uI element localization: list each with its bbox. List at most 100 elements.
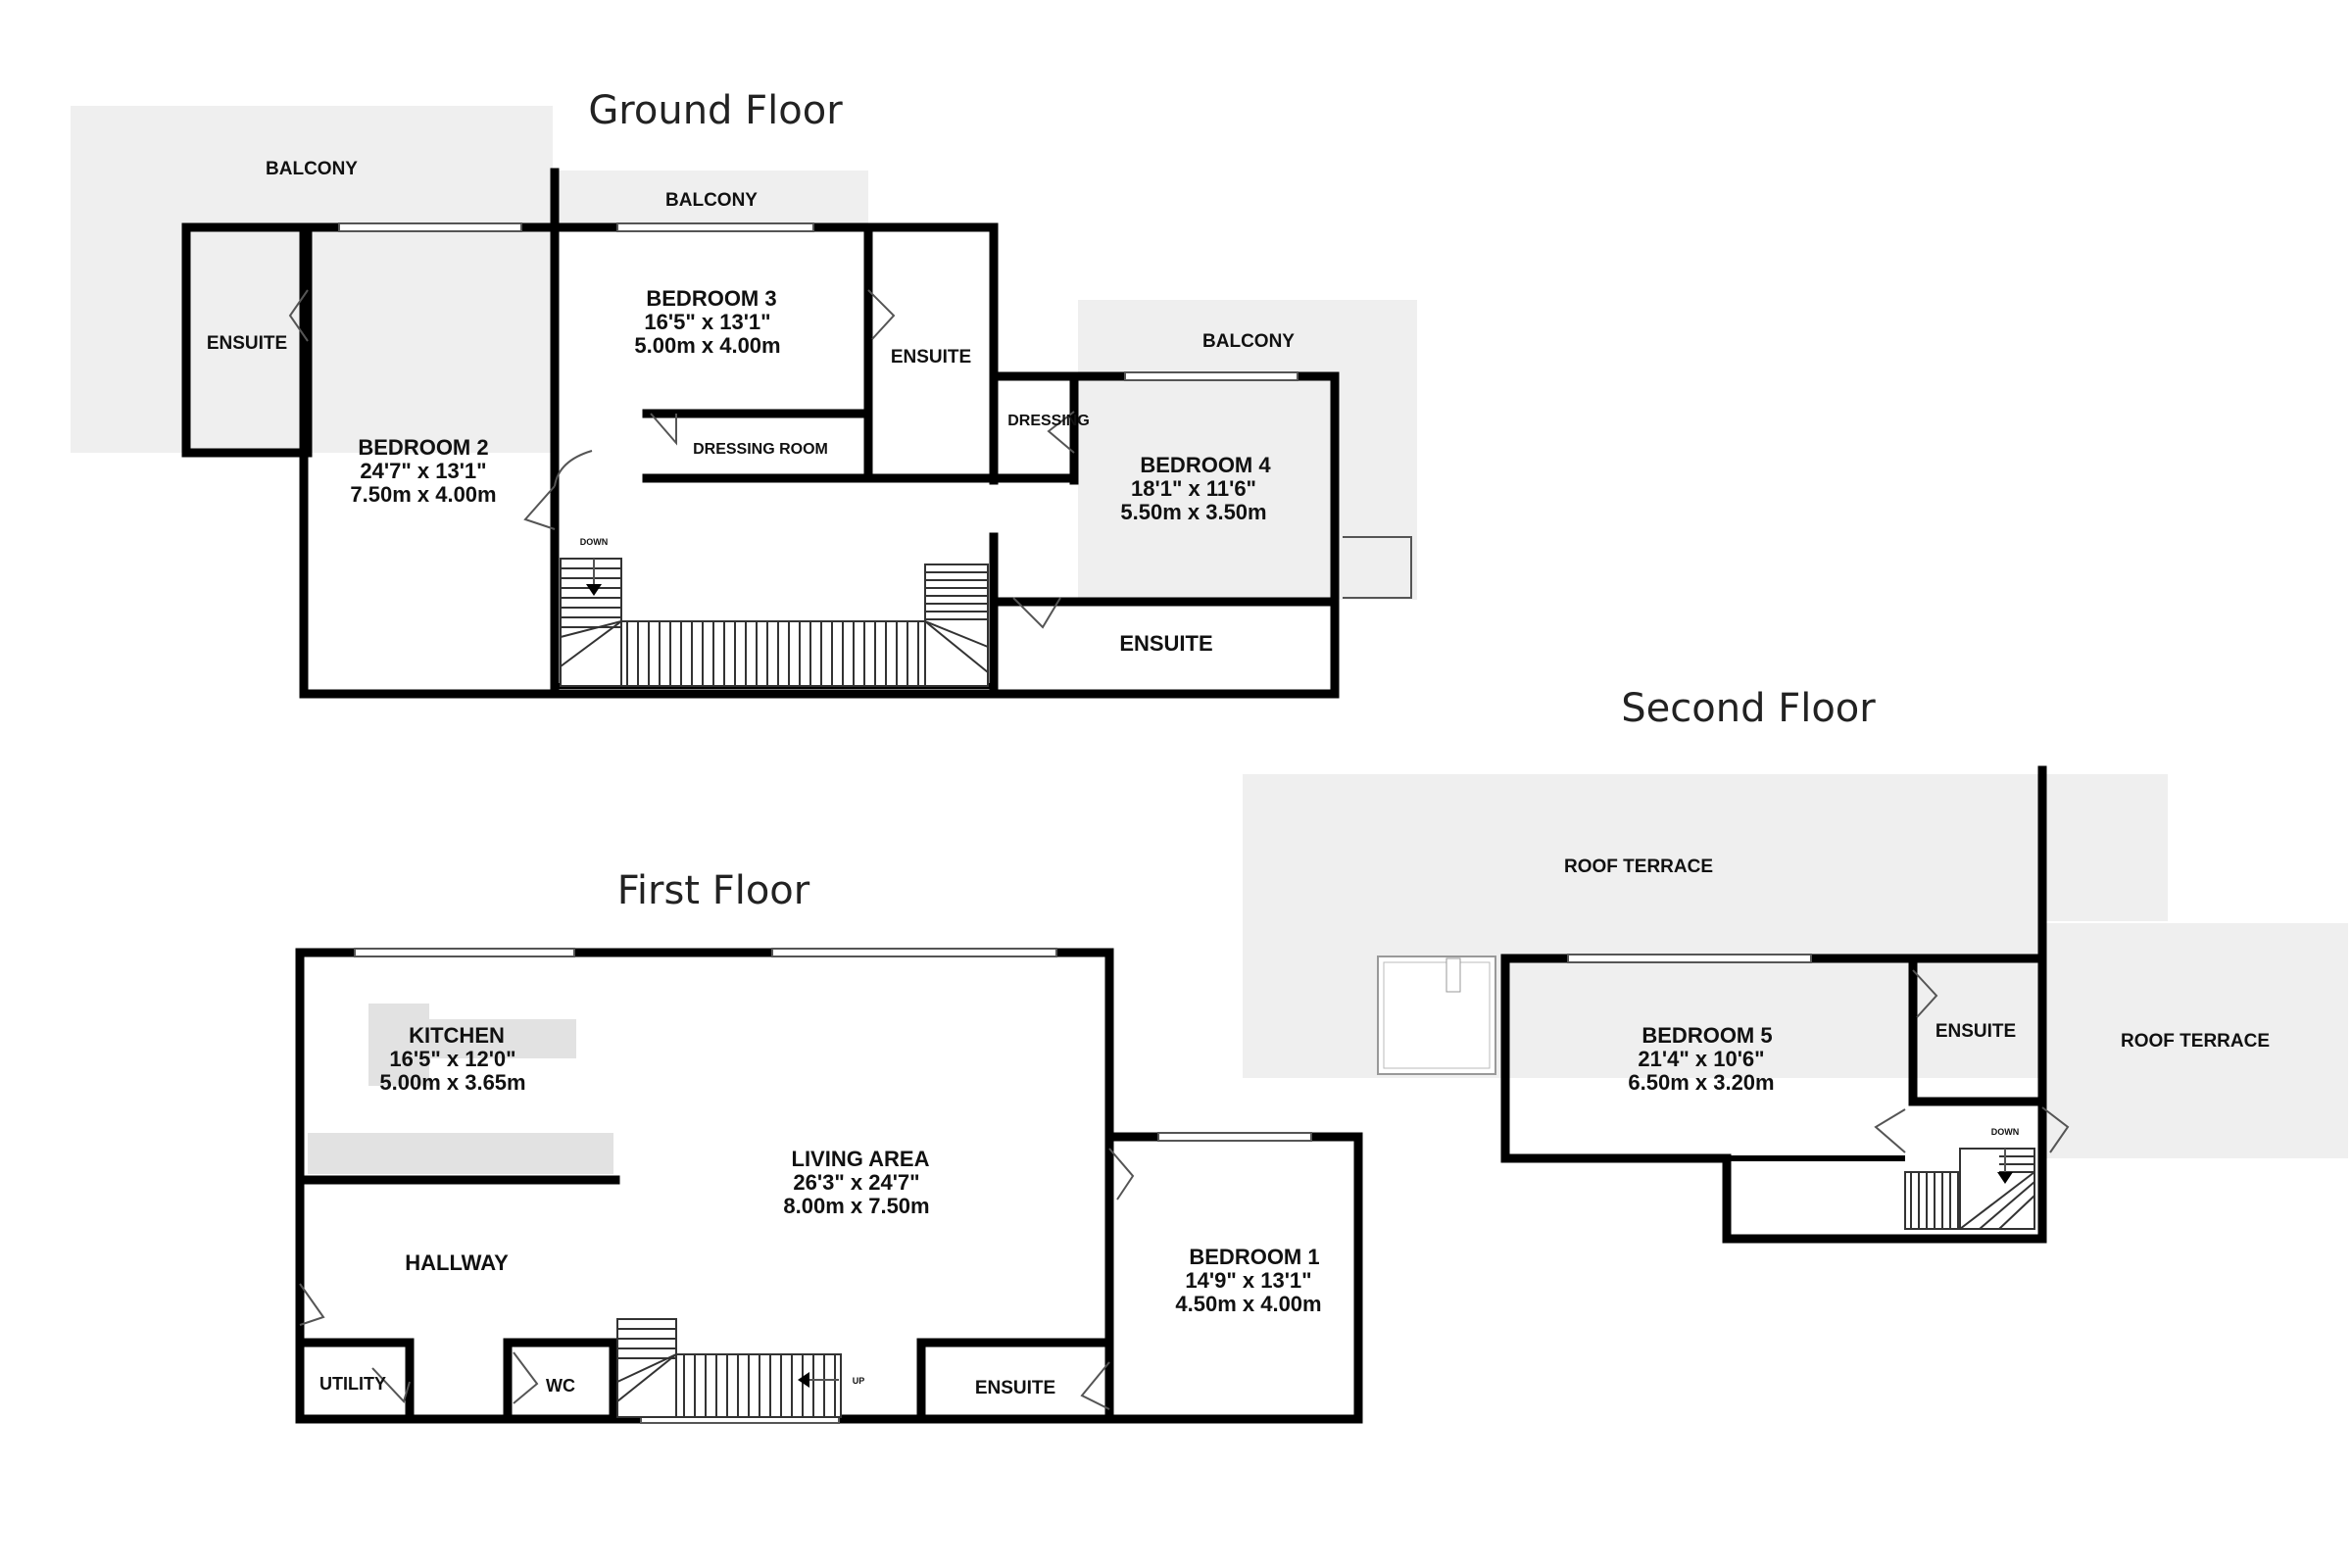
skylight-hatch xyxy=(1377,956,1496,1075)
stair-flight-right xyxy=(1959,1148,2035,1230)
kitchen-counter-top-right xyxy=(368,1019,576,1058)
bedroom2-name: BEDROOM 2 xyxy=(358,435,488,460)
balcony-left-label: BALCONY xyxy=(266,159,358,179)
bedroom2-imperial: 24'7" x 13'1" xyxy=(360,459,486,483)
wall-utility xyxy=(295,1338,415,1424)
door-ensuite-left xyxy=(288,289,309,342)
stair-flight-bottom xyxy=(620,620,926,687)
door-bedroom1 xyxy=(1108,1148,1135,1200)
ensuite-middle-label: ENSUITE xyxy=(891,347,971,368)
bedroom4-imperial: 18'1" x 11'6" xyxy=(1131,476,1256,501)
ground-floor xyxy=(71,106,1417,699)
window-first-right xyxy=(771,948,1057,957)
window-bedroom4 xyxy=(1124,371,1298,381)
door-second-bedroom5 xyxy=(1874,1108,1906,1153)
stair-winder xyxy=(560,620,622,638)
bedroom1-metric: 4.50m x 4.00m xyxy=(1175,1292,1321,1316)
door-wc xyxy=(513,1351,539,1404)
roof-terrace-left-label: ROOF TERRACE xyxy=(1564,857,1713,877)
window-bedroom2 xyxy=(338,222,522,232)
bedroom1-name: BEDROOM 1 xyxy=(1189,1245,1319,1269)
kitchen-metric: 5.00m x 3.65m xyxy=(379,1070,525,1095)
kitchen-imperial: 16'5" x 12'0" xyxy=(389,1047,515,1071)
door-second-terrace xyxy=(2041,1106,2070,1153)
stair-winder xyxy=(616,1353,677,1402)
roof-terrace-right-label: ROOF TERRACE xyxy=(2121,1031,2270,1052)
door-bedroom2 xyxy=(523,485,556,530)
ground-outer-walls xyxy=(299,222,1340,699)
bedroom2-metric: 7.50m x 4.00m xyxy=(350,482,496,507)
door-hallway xyxy=(299,1283,325,1326)
ground-staircase xyxy=(560,558,989,687)
ground-stair-label: DOWN xyxy=(580,537,609,547)
stair-winder xyxy=(1959,1171,2035,1230)
wall-ensuite xyxy=(916,1338,1114,1424)
second-stair-label: DOWN xyxy=(1991,1127,2020,1137)
first-floor-title: First Floor xyxy=(617,868,810,913)
bedroom1-imperial: 14'9" x 13'1" xyxy=(1185,1268,1311,1293)
balcony-right-label: BALCONY xyxy=(1202,331,1295,352)
bedroom4-metric: 5.50m x 3.50m xyxy=(1120,500,1266,524)
roof-terrace-right-lower xyxy=(2040,923,2348,1158)
stair-arrow-down-second-head xyxy=(1997,1172,2013,1184)
ensuite-left-label: ENSUITE xyxy=(207,333,287,354)
bedroom3-name: BEDROOM 3 xyxy=(646,286,776,311)
roof-terrace-left-area xyxy=(1243,774,2038,1078)
living-imperial: 26'3" x 24'7" xyxy=(793,1170,919,1195)
bedroom3-metric: 5.00m x 4.00m xyxy=(634,333,780,358)
door-dressing xyxy=(1047,411,1075,454)
bedroom3-imperial: 16'5" x 13'1" xyxy=(644,310,770,334)
door-dressing-room xyxy=(650,413,677,446)
ensuite-first-label: ENSUITE xyxy=(975,1378,1055,1398)
stair-flight-left xyxy=(1904,1171,1961,1230)
door-ensuite xyxy=(1080,1361,1110,1410)
kitchen-name: KITCHEN xyxy=(409,1023,505,1048)
bedroom4-name: BEDROOM 4 xyxy=(1140,453,1271,477)
stair-winder xyxy=(1979,1181,2035,1230)
door-ensuite-bottom xyxy=(1012,597,1061,629)
window-bedroom5 xyxy=(1567,954,1812,963)
dressing-label: DRESSING xyxy=(1007,413,1090,429)
skylight-hatch-inner xyxy=(1383,961,1491,1069)
ensuite-second-label: ENSUITE xyxy=(1936,1021,2016,1042)
first-outer-walls xyxy=(295,948,1363,1424)
living-name: LIVING AREA xyxy=(792,1147,930,1171)
bedroom5-metric: 6.50m x 3.20m xyxy=(1628,1070,1774,1095)
first-stair-label: UP xyxy=(853,1376,865,1386)
door-bedroom3-ensuite xyxy=(867,289,896,340)
first-floor xyxy=(295,948,1363,1424)
stair-winder xyxy=(924,620,989,648)
kitchen-counter-bottom xyxy=(308,1133,613,1174)
stair-arrow-down-head xyxy=(586,584,602,596)
door-balcony-right xyxy=(1343,536,1412,599)
first-staircase xyxy=(616,1318,842,1418)
door-bedroom2-arc xyxy=(554,450,593,487)
living-metric: 8.00m x 7.50m xyxy=(783,1194,929,1218)
ground-floor-title: Ground Floor xyxy=(588,88,843,133)
hallway-label: HALLWAY xyxy=(405,1250,509,1275)
bedroom5-imperial: 21'4" x 10'6" xyxy=(1638,1047,1764,1071)
wall-wc xyxy=(503,1338,618,1424)
balcony-middle-area xyxy=(557,171,868,225)
bedroom5-name: BEDROOM 5 xyxy=(1642,1023,1772,1048)
roof-terrace-right-area xyxy=(2040,774,2168,921)
stair-winder xyxy=(616,1353,677,1383)
wc-label: WC xyxy=(546,1376,575,1396)
stair-flight-left xyxy=(560,558,622,687)
dressing-room-label: DRESSING ROOM xyxy=(693,441,828,458)
wall-second-ensuite xyxy=(1908,954,2047,1106)
second-floor-title: Second Floor xyxy=(1621,686,1876,731)
door-second-ensuite xyxy=(1912,969,1938,1018)
second-staircase xyxy=(1904,1148,2035,1230)
utility-label: UTILITY xyxy=(319,1374,386,1394)
second-floor xyxy=(1243,765,2348,1244)
stair-arrow-up-head xyxy=(798,1372,809,1388)
window-bedroom3 xyxy=(616,222,814,232)
stair-winder xyxy=(1998,1195,2035,1230)
stair-flight-right xyxy=(924,564,989,687)
ensuite-bottom-label: ENSUITE xyxy=(1119,631,1212,656)
stair-winder xyxy=(924,620,989,673)
window-first-left xyxy=(354,948,575,957)
window-bedroom1 xyxy=(1157,1132,1312,1142)
